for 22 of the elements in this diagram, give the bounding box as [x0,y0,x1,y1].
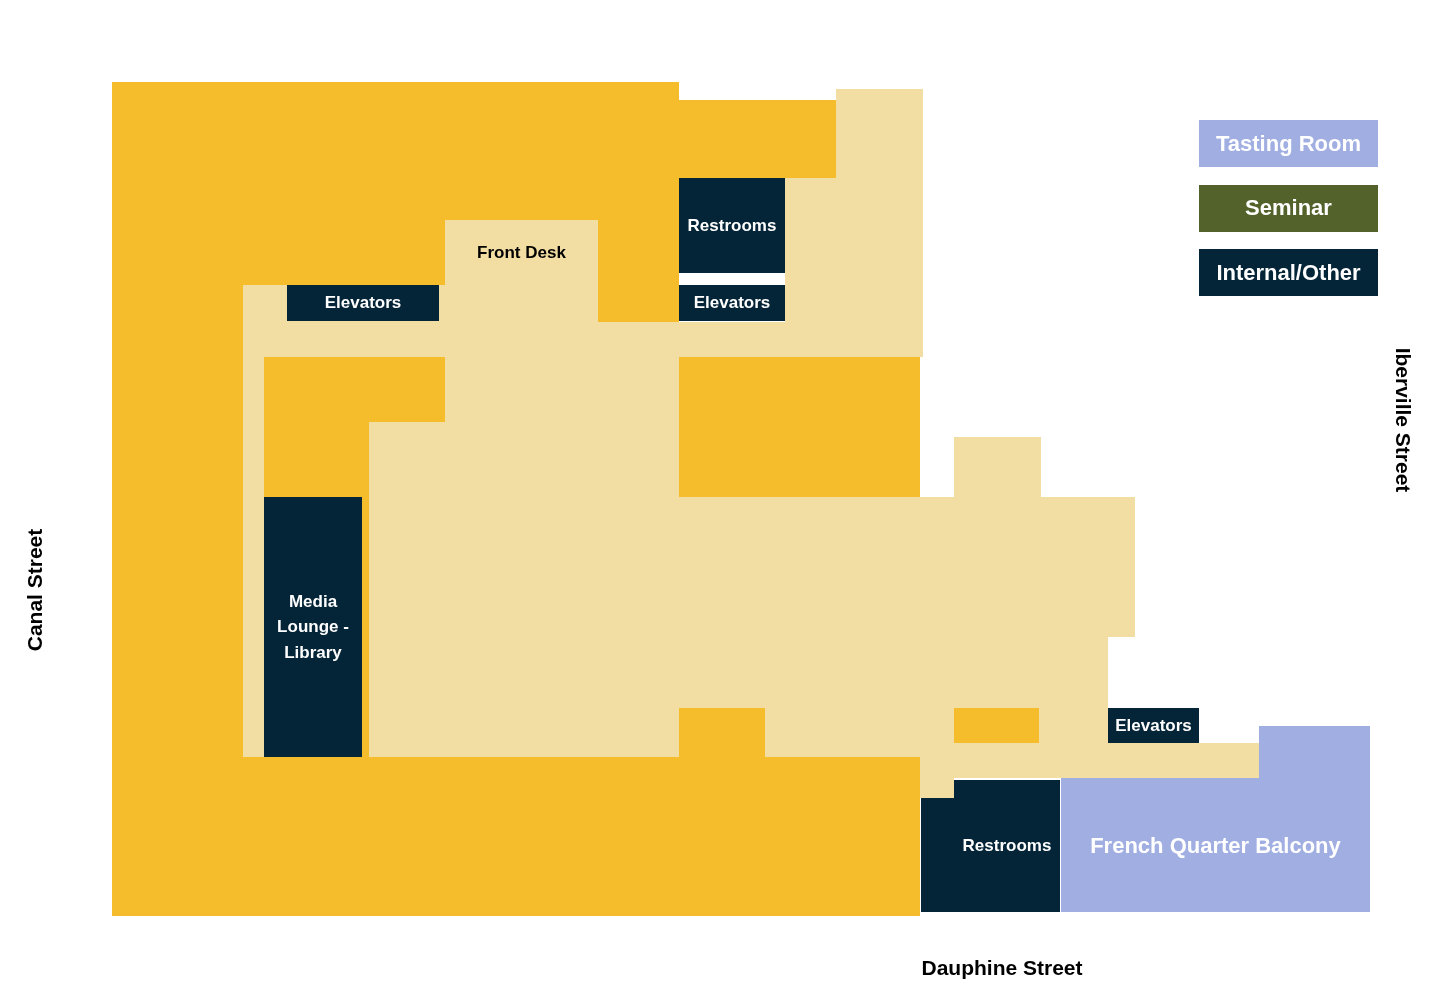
street-name: Iberville Street [1390,347,1415,493]
restroom-area [954,780,1060,912]
street-name: Canal Street [22,528,47,652]
room-name: Restrooms [962,835,1052,858]
front-desk-area [445,220,598,285]
elevator-area [679,285,785,321]
elevator-area [1108,708,1199,743]
room-name: Front Desk [477,241,566,264]
legend-swatch: Seminar [1199,184,1378,232]
elevator-area [287,285,439,321]
room-name: Restrooms [687,214,777,237]
legend-swatch: Internal/Other [1199,249,1378,296]
room-name: Elevators [1115,714,1192,737]
room-name: Elevators [693,292,771,315]
room-name: French Quarter Balcony [1090,831,1341,860]
legend-swatch: Tasting Room [1199,120,1378,167]
restroom-area [679,178,785,273]
room-name: Media Lounge - Library [276,590,350,664]
balcony-area [1061,778,1370,912]
media-lounge-area [264,497,362,757]
street-name: Dauphine Street [921,956,1083,980]
room-name: Elevators [324,292,402,315]
